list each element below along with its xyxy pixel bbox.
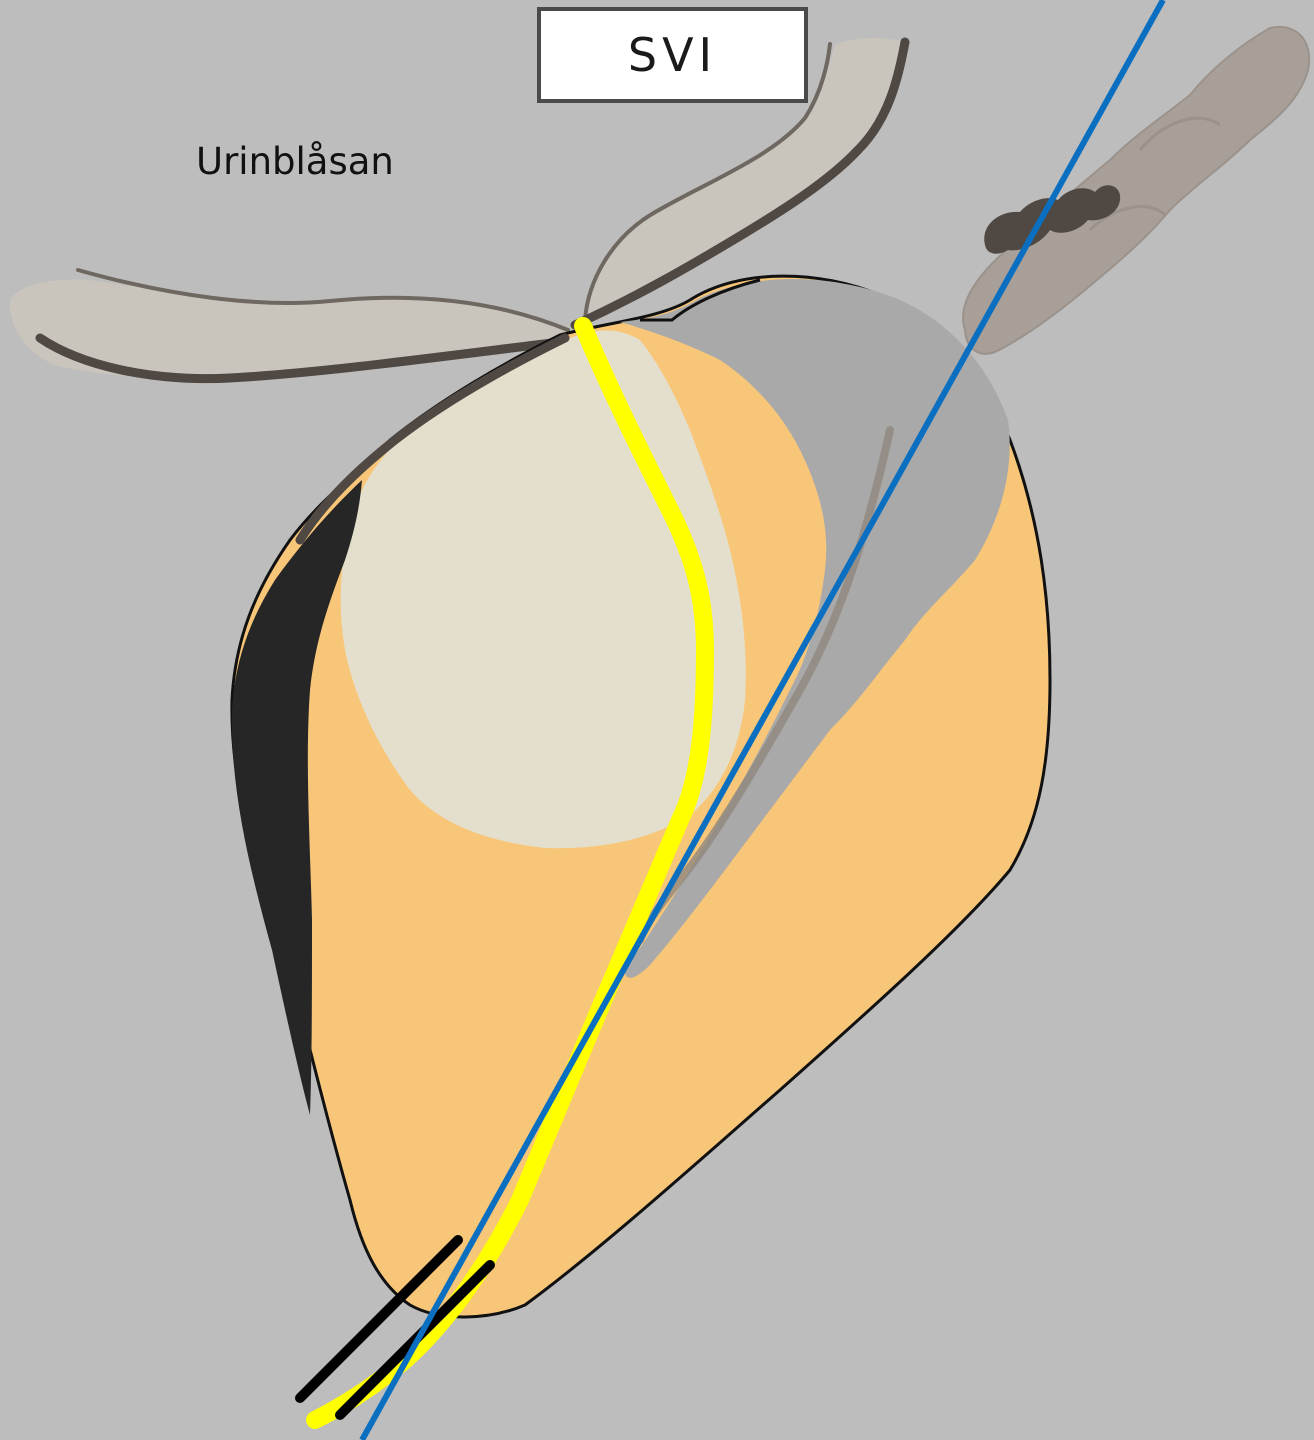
seminal-vesicle [963,27,1309,354]
bladder-label: Urinblåsan [196,140,394,183]
bladder-duct-left [10,270,570,379]
diagram-title: SVI [537,7,808,103]
